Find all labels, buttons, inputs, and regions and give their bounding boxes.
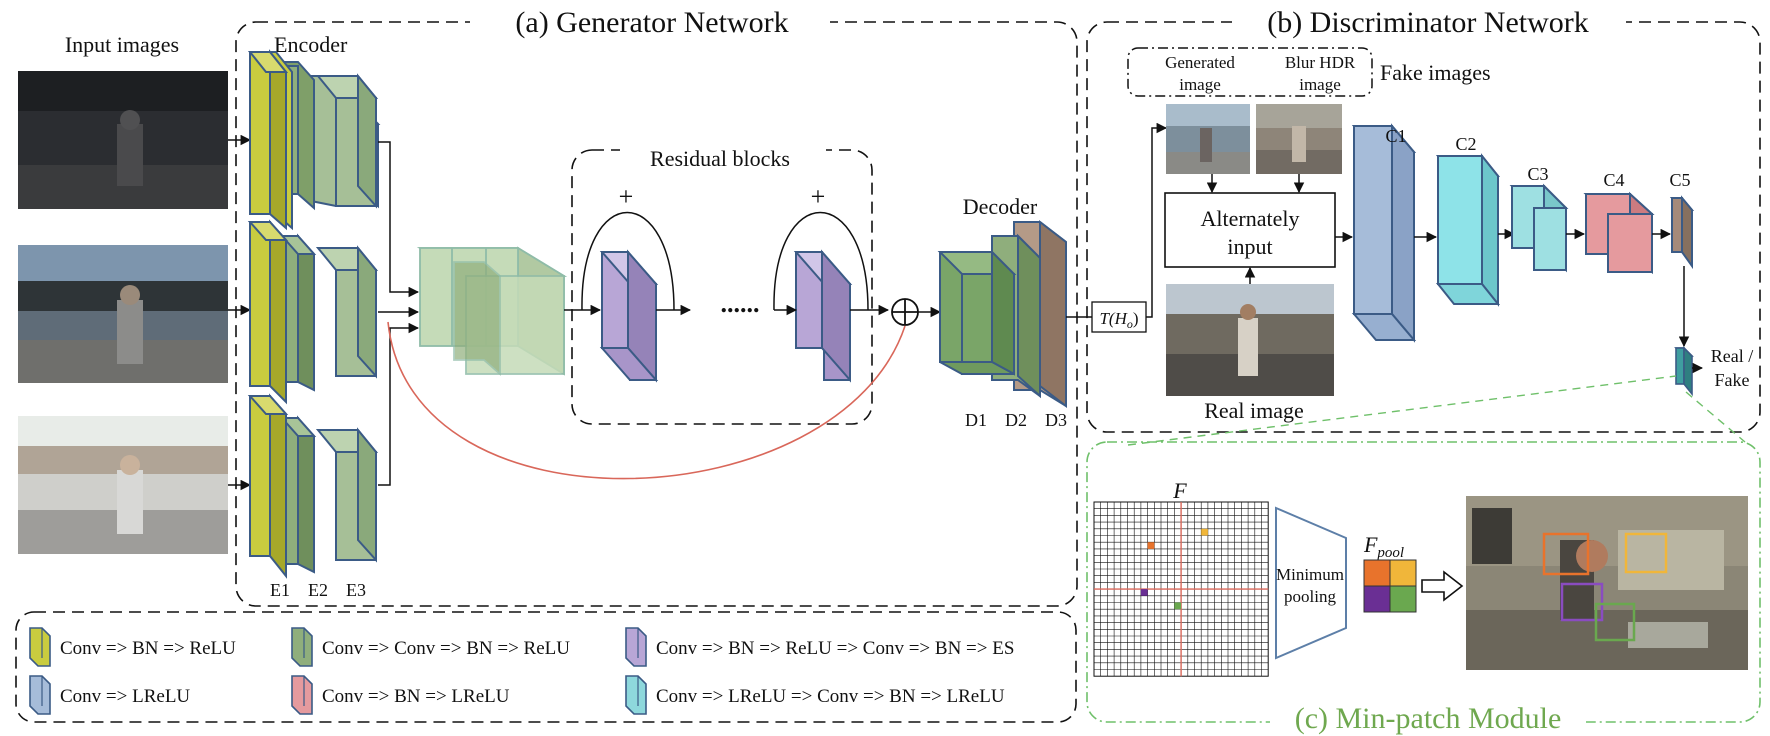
legend-swatch bbox=[291, 627, 313, 667]
hollow-arrow-icon bbox=[1421, 570, 1464, 602]
decoder-label: Decoder bbox=[963, 194, 1038, 219]
room-image bbox=[1466, 496, 1748, 670]
encoder-stack-bottom bbox=[247, 393, 379, 579]
blur-label-2: image bbox=[1299, 75, 1341, 94]
encoder-connectors bbox=[378, 141, 420, 486]
decoder-block bbox=[937, 219, 1067, 409]
generated-image bbox=[1166, 104, 1250, 174]
legend-label: Conv => BN => ReLU bbox=[60, 638, 236, 659]
legend-swatch bbox=[29, 675, 51, 715]
min-patch-title: (c) Min-patch Module bbox=[1295, 702, 1562, 735]
transfer-label: T(Ho) bbox=[1099, 309, 1138, 331]
feature-label: F bbox=[1172, 478, 1187, 503]
pool-label: Fpool bbox=[1363, 532, 1404, 561]
residual-frame bbox=[571, 149, 873, 425]
legend-item: Conv => LReLU bbox=[29, 675, 190, 715]
label-e3: E3 bbox=[346, 580, 366, 600]
label-d1: D1 bbox=[965, 410, 987, 430]
label-c4: C4 bbox=[1603, 170, 1624, 190]
input-image-medium bbox=[18, 245, 228, 383]
encoder-stack-middle bbox=[247, 219, 379, 405]
residual-dots: ...... bbox=[721, 289, 760, 318]
residual-skip-1 bbox=[581, 212, 675, 311]
output-label-1: Real / bbox=[1711, 346, 1754, 366]
conv-block-c5 bbox=[1669, 195, 1695, 270]
blur-hdr-image bbox=[1256, 104, 1342, 174]
legend-label: Conv => BN => LReLU bbox=[322, 686, 510, 707]
label-e2: E2 bbox=[308, 580, 328, 600]
generated-label-1: Generated bbox=[1165, 53, 1235, 72]
label-d3: D3 bbox=[1045, 410, 1067, 430]
label-e1: E1 bbox=[270, 580, 290, 600]
label-c3: C3 bbox=[1527, 164, 1548, 184]
generator-title: (a) Generator Network bbox=[515, 6, 788, 39]
legend-label: Conv => Conv => BN => ReLU bbox=[322, 638, 570, 659]
label-c5: C5 bbox=[1669, 170, 1690, 190]
pool-grid bbox=[1363, 559, 1417, 613]
real-image bbox=[1166, 284, 1334, 396]
conv-block-c4 bbox=[1583, 191, 1655, 275]
fake-images-box bbox=[1127, 47, 1373, 97]
legend-item: Conv => Conv => BN => ReLU bbox=[291, 627, 570, 667]
legend: Conv => BN => ReLU Conv => Conv => BN => … bbox=[29, 627, 1014, 715]
conv-block-c3 bbox=[1509, 183, 1569, 273]
real-image-label: Real image bbox=[1204, 398, 1304, 423]
legend-label: Conv => BN => ReLU => Conv => BN => ES bbox=[656, 638, 1014, 659]
pooling-label-1: Minimum bbox=[1276, 565, 1344, 584]
legend-item: Conv => BN => ReLU => Conv => BN => ES bbox=[625, 627, 1014, 667]
blur-label-1: Blur HDR bbox=[1285, 53, 1356, 72]
input-image-dark bbox=[18, 71, 228, 209]
legend-label: Conv => LReLU => Conv => BN => LReLU bbox=[656, 686, 1005, 707]
output-label-2: Fake bbox=[1715, 370, 1750, 390]
conv-block-c1 bbox=[1351, 123, 1417, 343]
legend-swatch bbox=[29, 627, 51, 667]
legend-label: Conv => LReLU bbox=[60, 686, 190, 707]
fake-images-label: Fake images bbox=[1380, 60, 1491, 85]
discriminator-title: (b) Discriminator Network bbox=[1267, 6, 1589, 39]
legend-item: Conv => BN => LReLU bbox=[291, 675, 510, 715]
residual-label: Residual blocks bbox=[650, 146, 790, 171]
min-patch-frame bbox=[1086, 441, 1761, 723]
transfer-box bbox=[1091, 301, 1147, 333]
pooling-label-2: pooling bbox=[1284, 587, 1336, 606]
minimum-pooling-shape bbox=[1275, 506, 1347, 660]
conv-block-c2 bbox=[1435, 153, 1501, 307]
encoder-stack-top bbox=[247, 49, 381, 231]
residual-plus-2: + bbox=[811, 182, 826, 211]
output-block bbox=[1674, 346, 1694, 397]
residual-skip-2 bbox=[773, 212, 869, 311]
legend-item: Conv => BN => ReLU bbox=[29, 627, 236, 667]
concat-block bbox=[416, 246, 568, 376]
residual-block-2 bbox=[793, 249, 853, 383]
input-image-bright bbox=[18, 416, 228, 554]
alternately-label-1: Alternately bbox=[1201, 206, 1300, 231]
label-c2: C2 bbox=[1455, 134, 1476, 154]
generated-label-2: image bbox=[1179, 75, 1221, 94]
alternately-input-box bbox=[1164, 192, 1336, 268]
encoder-label: Encoder bbox=[274, 32, 348, 57]
label-c1: C1 bbox=[1385, 126, 1406, 146]
input-images-label: Input images bbox=[65, 32, 179, 57]
legend-item: Conv => LReLU => Conv => BN => LReLU bbox=[625, 675, 1005, 715]
legend-swatch bbox=[625, 675, 647, 715]
residual-block-1 bbox=[599, 249, 659, 383]
residual-plus-1: + bbox=[619, 182, 634, 211]
legend-swatch bbox=[625, 627, 647, 667]
alternately-label-2: input bbox=[1227, 234, 1272, 259]
sum-node bbox=[891, 298, 919, 326]
legend-frame bbox=[15, 611, 1077, 723]
feature-grid bbox=[1093, 501, 1269, 677]
label-d2: D2 bbox=[1005, 410, 1027, 430]
legend-swatch bbox=[291, 675, 313, 715]
global-skip-connection bbox=[387, 321, 906, 480]
